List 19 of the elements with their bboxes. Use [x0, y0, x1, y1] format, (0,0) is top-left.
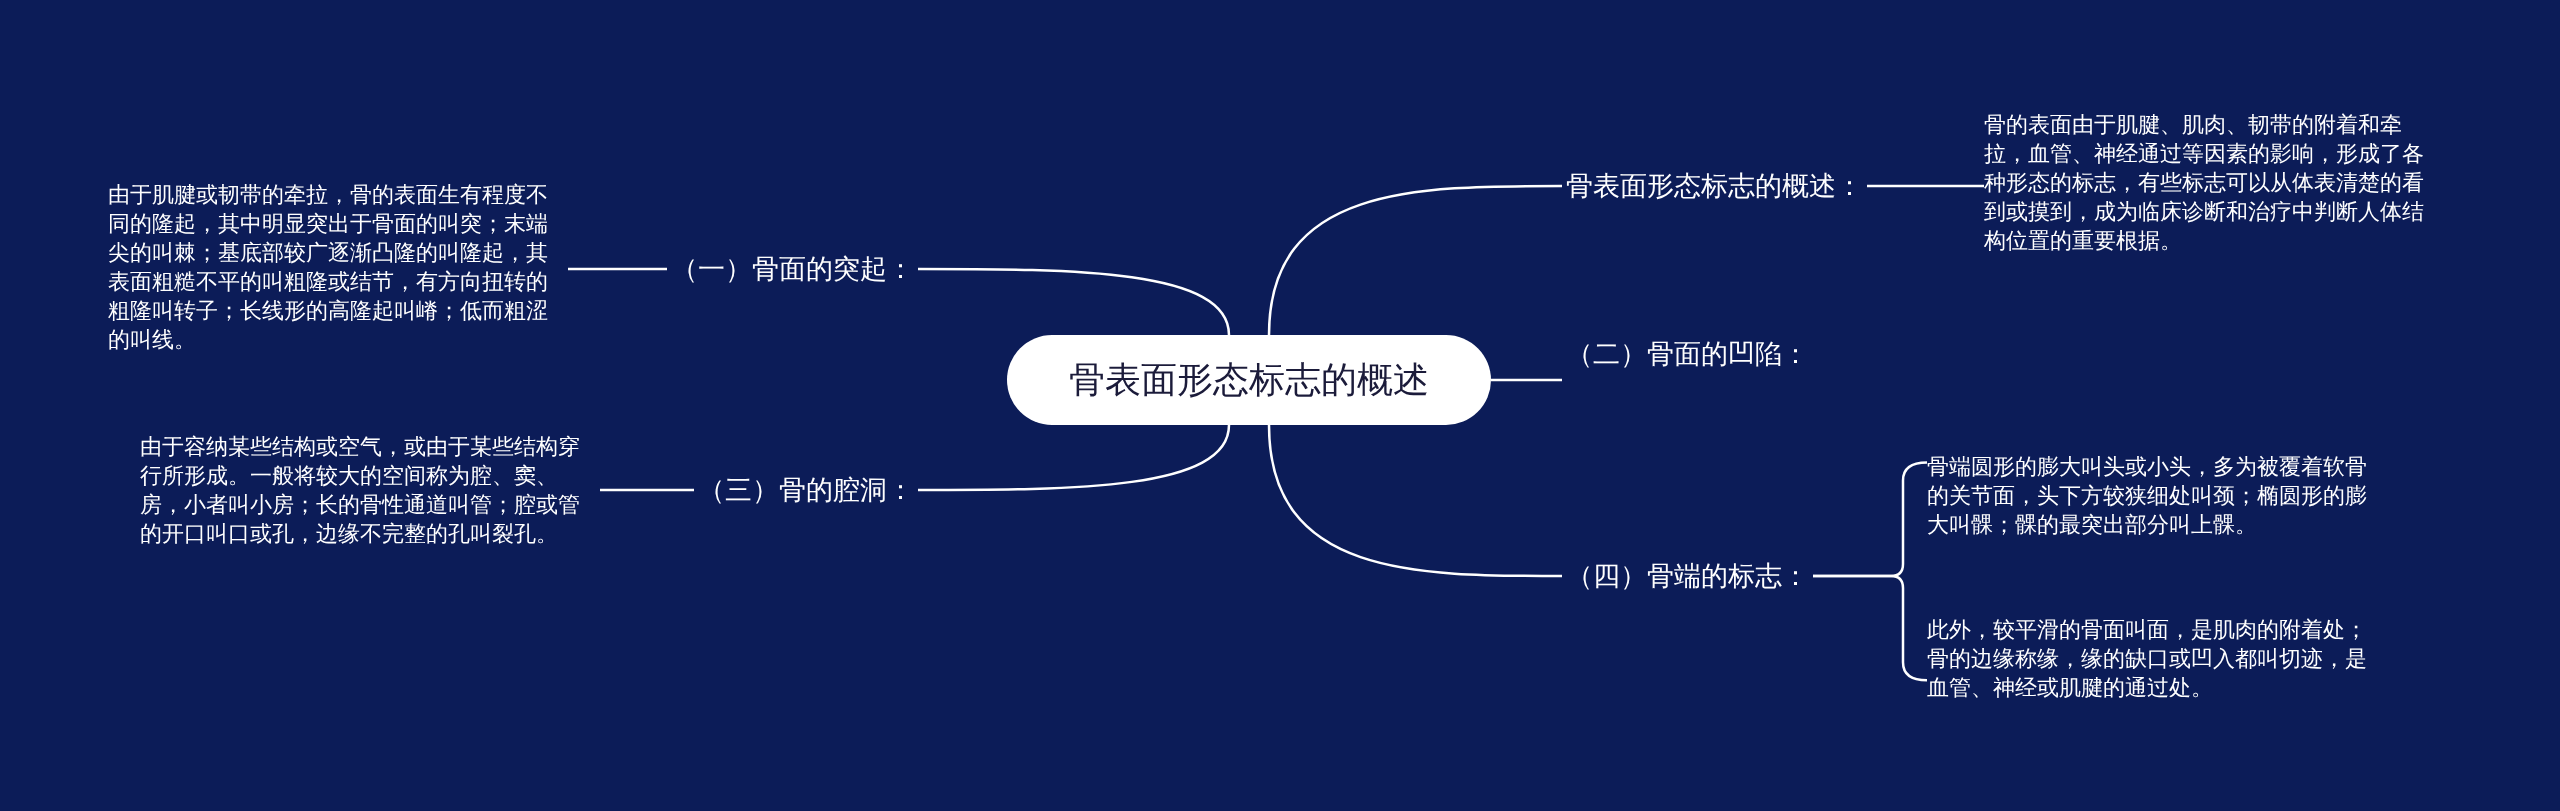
- connector-line: [1267, 424, 1562, 578]
- branch-label: （一）骨面的突起：: [667, 249, 918, 289]
- connector-line: [600, 488, 694, 492]
- branch-label: 骨表面形态标志的概述：: [1562, 166, 1867, 206]
- note-text: 骨的表面由于肌腱、肌肉、韧带的附着和牵拉，血管、神经通过等因素的影响，形成了各种形态的标志，有些标志可以从体表清楚的看到或摸到，成为临床诊断和治疗中判断人体结构位置的重要根据。: [1984, 110, 2444, 255]
- note-text: 由于容纳某些结构或空气，或由于某些结构穿行所形成。一般将较大的空间称为腔、窦、房，小者叫小房；长的骨性通道叫管；腔或管的开口叫口或孔，边缘不完整的孔叫裂孔。: [140, 432, 600, 548]
- topic-pill: 骨表面形态标志的概述: [1007, 335, 1491, 425]
- note-text: 由于肌腱或韧带的牵拉，骨的表面生有程度不同的隆起，其中明显突出于骨面的叫突；末端尖的叫棘；基底部较广逐渐凸隆的叫隆起，其表面粗糙不平的叫粗隆或结节，有方向扭转的粗隆叫转子；长线形的高隆起叫嵴；低而粗涩的叫线。: [108, 180, 568, 354]
- connector-line: [1867, 184, 1984, 188]
- note-text: 此外，较平滑的骨面叫面，是肌肉的附着处；骨的边缘称缘，缘的缺口或凹入都叫切迹，是血管、神经或肌腱的通过处。: [1927, 615, 2387, 702]
- connector-line: [1491, 378, 1562, 382]
- branch-label: （二）骨面的凹陷：: [1562, 334, 1813, 374]
- connector-line: [568, 267, 667, 271]
- connector-line: [1267, 184, 1562, 336]
- connector-line: [918, 424, 1231, 492]
- connector-line: [918, 267, 1231, 336]
- note-text: 骨端圆形的膨大叫头或小头，多为被覆着软骨的关节面，头下方较狭细处叫颈；椭圆形的膨大叫髁；髁的最突出部分叫上髁。: [1927, 452, 2387, 539]
- branch-label: （三）骨的腔洞：: [694, 470, 918, 510]
- branch-label: （四）骨端的标志：: [1562, 556, 1813, 596]
